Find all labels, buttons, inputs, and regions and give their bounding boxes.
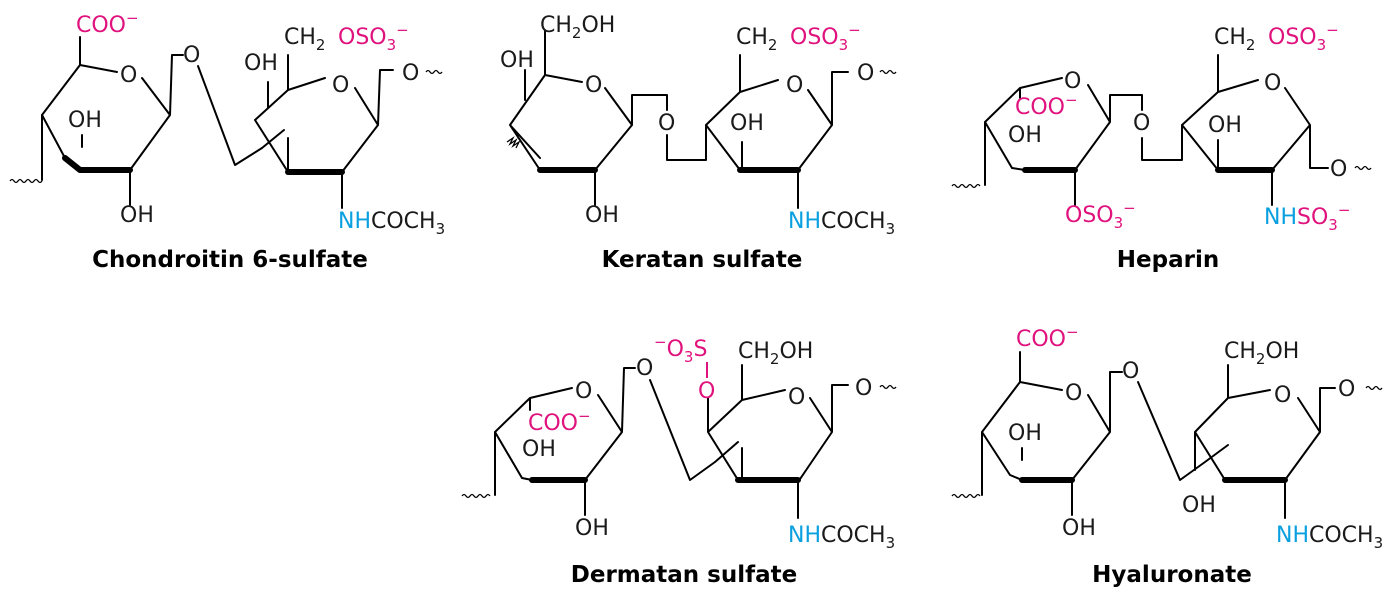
carboxylate-label: COO−	[528, 407, 591, 436]
chondroitin-6-sulfate-labels: COO− O O OH OH OH CH2 OSO3− O O NHCOCH3 …	[68, 9, 445, 273]
tail-oxygen-label: O	[402, 61, 419, 86]
tail-oxygen-label: O	[1338, 377, 1355, 402]
ring-oxygen-label: O	[120, 63, 137, 88]
hydroxyl-label: OH	[244, 51, 278, 76]
dermatan-sulfate-labels: O COO− OH OH O −O3S O CH2OH O O NHCOCH3 …	[522, 333, 895, 588]
ring-oxygen-label: O	[575, 379, 592, 404]
sulfate-ester-oxygen: O	[698, 379, 715, 404]
hydroxyl-label: OH	[500, 48, 534, 73]
hydroxyl-label: OH	[1008, 123, 1042, 148]
sulfate-label: OSO3−	[1065, 199, 1136, 232]
acetamido-label: NHCOCH3	[788, 523, 895, 552]
dermatan-sulfate-structure	[461, 364, 897, 519]
glycosidic-oxygen-label: O	[1133, 111, 1150, 136]
ch2oh-label: CH2OH	[738, 339, 813, 368]
ring-oxygen-label: O	[1065, 381, 1082, 406]
carboxylate-label: COO−	[1016, 323, 1079, 352]
hydroxyl-label: OH	[120, 203, 154, 228]
heparin-structure	[951, 54, 1372, 206]
glycosidic-oxygen-label: O	[1122, 359, 1139, 384]
acetamido-label: NHCOCH3	[788, 209, 895, 238]
ch2-label: CH2	[736, 25, 777, 54]
sulfate-label: OSO3−	[338, 21, 409, 54]
sulfate-label: OSO3−	[1268, 21, 1339, 54]
glycosidic-oxygen-label: O	[658, 111, 675, 136]
ring-oxygen-label: O	[1274, 383, 1291, 408]
hydroxyl-label: OH	[1182, 493, 1216, 518]
chondroitin-6-sulfate-structure	[9, 36, 443, 209]
molecule-name: Keratan sulfate	[602, 247, 803, 273]
hydroxyl-label: OH	[575, 516, 609, 541]
n-sulfate-label: NHSO3−	[1264, 201, 1350, 234]
molecule-name: Heparin	[1117, 247, 1219, 273]
hyaluronate-structure	[951, 351, 1383, 519]
tail-oxygen-label: O	[857, 61, 874, 86]
hydroxyl-label: OH	[1062, 516, 1096, 541]
ring-oxygen-label: O	[1264, 71, 1281, 96]
hydroxyl-label: OH	[522, 437, 556, 462]
acetamido-label: NHCOCH3	[338, 209, 445, 238]
ring-oxygen-label: O	[788, 385, 805, 410]
molecule-name: Dermatan sulfate	[571, 562, 798, 588]
heparin-labels: O COO− OH O OSO3− OH CH2 OSO3− O O NHSO3…	[1008, 21, 1350, 273]
glycosidic-oxygen-label: O	[636, 356, 653, 381]
ring-oxygen-label: O	[585, 73, 602, 98]
ch2-label: CH2	[1214, 25, 1255, 54]
carboxylate-label: COO−	[76, 9, 139, 38]
acetamido-label: NHCOCH3	[1276, 523, 1383, 552]
ch2oh-label: CH2OH	[1224, 339, 1299, 368]
hyaluronate-labels: COO− O O OH OH OH CH2OH O O NHCOCH3 Hyal…	[1008, 323, 1383, 588]
tail-oxygen-label: O	[1330, 157, 1347, 182]
hydroxyl-label: OH	[1208, 113, 1242, 138]
sulfate-label: OSO3−	[790, 21, 861, 54]
hydroxyl-label: OH	[585, 203, 619, 228]
ring-oxygen-label: O	[1064, 69, 1081, 94]
hydroxyl-label: OH	[1008, 421, 1042, 446]
hydroxyl-label: OH	[68, 108, 102, 133]
ch2-label: CH2	[284, 25, 325, 54]
ch2oh-label: CH2OH	[540, 13, 615, 42]
keratan-sulfate-structure	[506, 29, 897, 209]
tail-oxygen-label: O	[855, 376, 872, 401]
hydroxyl-label: OH	[730, 111, 764, 136]
molecule-name: Chondroitin 6-sulfate	[92, 247, 368, 273]
ring-oxygen-label: O	[786, 73, 803, 98]
keratan-sulfate-labels: CH2OH OH O O OH OH CH2 OSO3− O O NHCOCH3…	[500, 13, 895, 273]
ring-oxygen-label: O	[332, 73, 349, 98]
molecule-name: Hyaluronate	[1092, 562, 1252, 588]
carboxylate-label: COO−	[1015, 91, 1078, 120]
sulfate-ester-label: −O3S	[654, 333, 707, 366]
glycosidic-oxygen-label: O	[183, 43, 200, 68]
